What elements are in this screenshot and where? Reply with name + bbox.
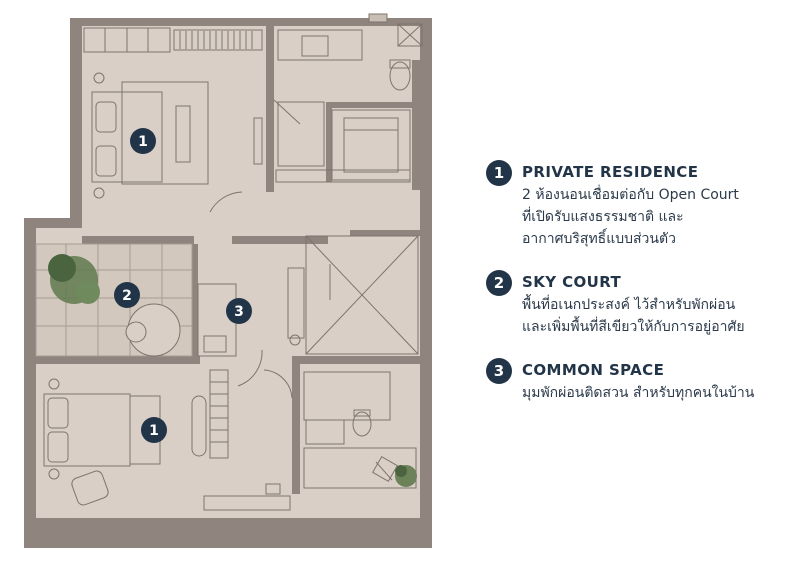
svg-text:1: 1 [138,134,148,150]
number-badge: 2 [486,270,512,296]
legend-line: อากาศบริสุทธิ์แบบส่วนตัว [522,231,676,247]
plan-badge: 2 [114,282,140,308]
plan-badge: 1 [130,128,156,154]
legend-title: SKY COURT [522,273,622,291]
legend-line: มุมพักผ่อนติดสวน สำหรับทุกคนในบ้าน [522,385,755,401]
legend: 1 PRIVATE RESIDENCE 2 ห้องนอนเชื่อมต่อกั… [486,160,796,424]
plan-badge: 3 [226,298,252,324]
floor-plan: 1 2 3 1 [24,13,432,548]
legend-item-private-residence: 1 PRIVATE RESIDENCE 2 ห้องนอนเชื่อมต่อกั… [486,160,796,250]
number-badge: 1 [486,160,512,186]
legend-line: ที่เปิดรับแสงธรรมชาติ และ [522,209,684,225]
legend-line: พื้นที่อเนกประสงค์ ไว้สำหรับพักผ่อน [522,297,736,313]
legend-title: COMMON SPACE [522,361,665,379]
svg-text:2: 2 [122,288,132,304]
interior-walls [36,26,420,494]
legend-item-common-space: 3 COMMON SPACE มุมพักผ่อนติดสวน สำหรับทุ… [486,358,796,404]
svg-text:3: 3 [234,304,244,320]
svg-text:1: 1 [149,423,159,439]
legend-line: 2 ห้องนอนเชื่อมต่อกับ Open Court [522,187,739,203]
plan-badge: 1 [141,417,167,443]
number-badge: 3 [486,358,512,384]
legend-title: PRIVATE RESIDENCE [522,163,699,181]
legend-line: และเพิ่มพื้นที่สีเขียวให้กับการอยู่อาศัย [522,319,745,335]
tree-icon [48,254,417,487]
legend-item-sky-court: 2 SKY COURT พื้นที่อเนกประสงค์ ไว้สำหรับ… [486,270,796,338]
